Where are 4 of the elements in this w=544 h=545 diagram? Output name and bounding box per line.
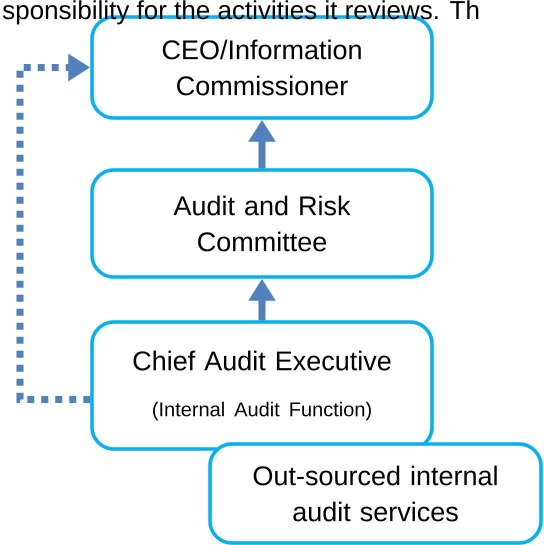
- process-box: Out-sourced internal audit services: [208, 442, 543, 545]
- process-box: Audit and Risk Committee: [90, 168, 434, 279]
- dotted-arrow: [16, 54, 90, 403]
- process-box: Chief Audit Executive (Internal Audit Function): [90, 320, 434, 451]
